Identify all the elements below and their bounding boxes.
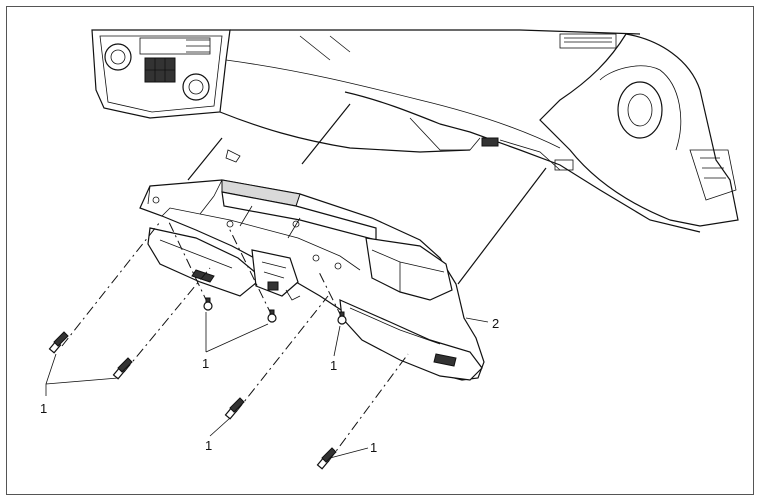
alignment-leader [301, 103, 351, 165]
push-pin-icon [203, 297, 213, 311]
instrument-panel [91, 29, 739, 233]
fastener-group [48, 219, 409, 470]
alignment-leader [187, 137, 223, 181]
alignment-leader [457, 167, 547, 285]
callout-label: 1 [330, 358, 337, 373]
push-pin-icon [337, 311, 347, 325]
callout-label: 1 [205, 438, 212, 453]
callout-label: 1 [370, 440, 377, 455]
bolt-icon [316, 447, 337, 470]
push-pin-icon [267, 309, 277, 323]
trim-panel-assembly [139, 179, 485, 381]
callout-label: 1 [202, 356, 209, 371]
bolt-icon [224, 397, 245, 420]
callout-label: 2 [492, 316, 499, 331]
callout-label: 1 [40, 401, 47, 416]
bolt-icon [112, 357, 133, 380]
bolt-icon [48, 331, 69, 354]
callout-leaders [45, 312, 489, 459]
